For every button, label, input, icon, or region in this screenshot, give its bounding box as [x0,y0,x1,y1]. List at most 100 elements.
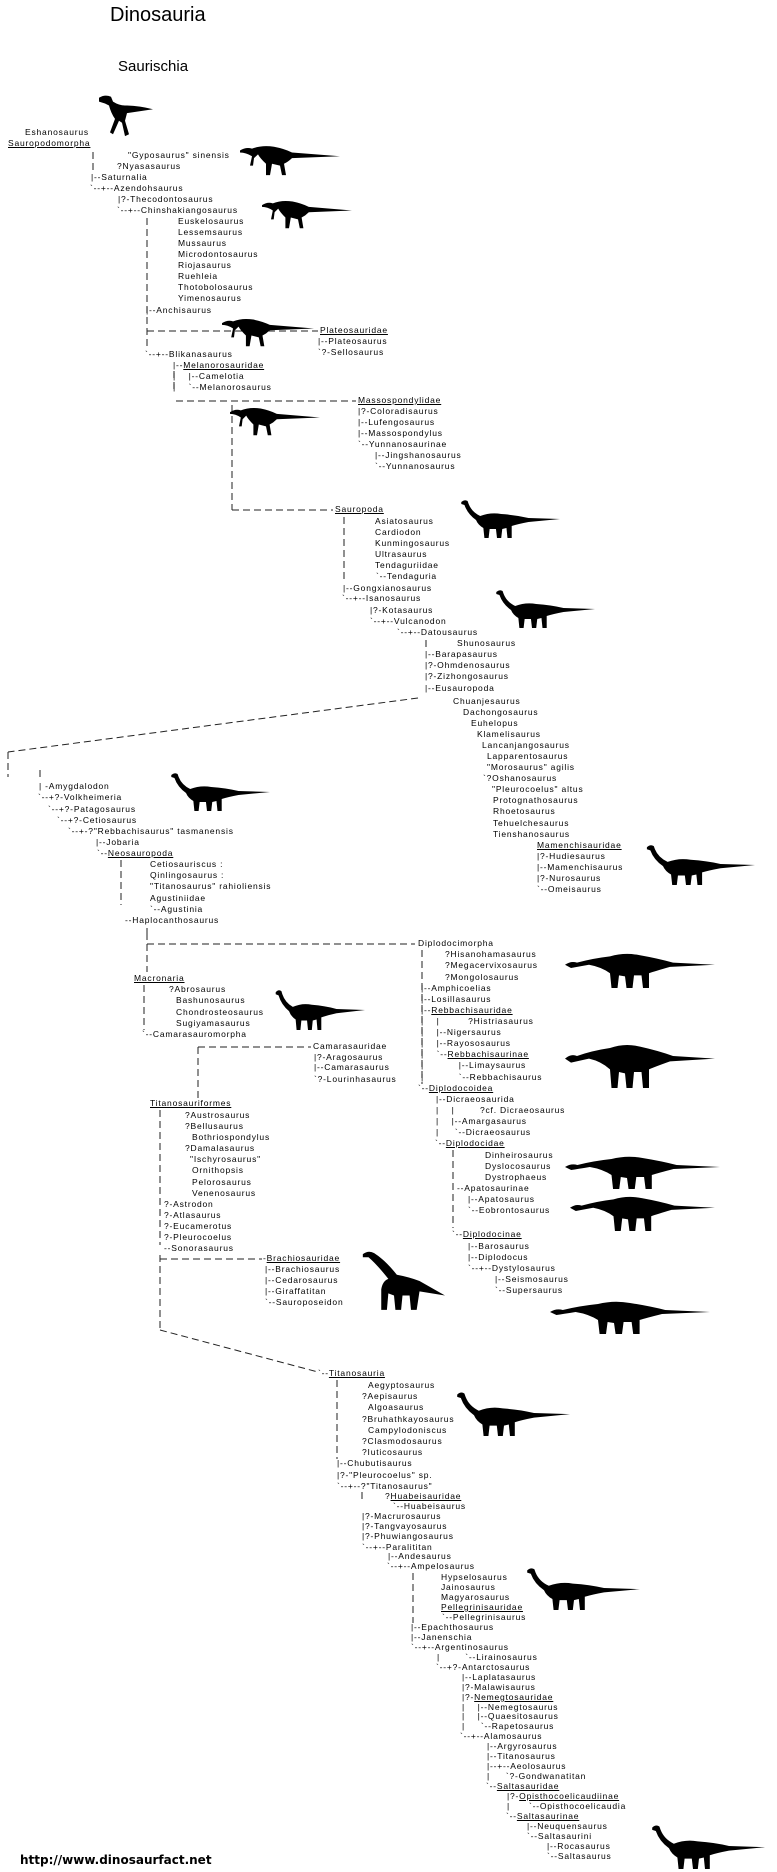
taxon-label: Dyslocosaurus [485,1161,552,1171]
taxon-label: `--Supersaurus [495,1285,563,1295]
taxon-label: ?-Eucamerotus [164,1221,233,1231]
taxon-label: Thotobolosaurus [178,282,254,292]
taxon-label: Protognathosaurus [493,795,579,805]
taxon-label: `--+--?"Titanosaurus" [337,1481,433,1491]
taxon-label: | `--Lirainosaurus [437,1652,538,1662]
taxon-label: ?Damalasaurus [185,1143,255,1153]
diplodocid-silhouette-icon [565,1156,720,1189]
prosauropod-silhouette-icon [222,318,314,347]
taxon-label: `?-Lourinhasaurus [314,1074,397,1084]
taxon-label: `--+?-Patagosaurus [48,804,136,814]
taxon-label: `--Huabeisaurus [393,1501,466,1511]
clade-label: Sauropoda [335,504,384,515]
taxon-label: `--+?-Cetiosaurus [57,815,137,825]
taxon-label: Tehuelchesaurus [493,818,570,828]
taxon-label: Lessemsaurus [178,227,243,237]
taxon-label: |?-Phuwiangosaurus [362,1531,454,1541]
taxon-label: `--Saltasaurini [527,1831,592,1841]
taxon-label: Dinheirosaurus [485,1150,554,1160]
taxon-label: |--Barosaurus [468,1241,530,1251]
clade-name: Opisthocoelicaudiinae [519,1791,620,1801]
clade-name: Sauropodomorpha [8,138,91,148]
taxon-label: Dystrophaeus [485,1172,548,1182]
taxon-label: |--Amphicoelias [421,983,492,993]
page-subtitle: Saurischia [118,58,189,75]
taxon-label: |--Cedarosaurus [265,1275,339,1285]
clade-name: Rebbachisaurinae [447,1049,529,1059]
sauropod-silhouette-icon [646,845,755,885]
footer-url[interactable]: http://www.dinosaurfact.net [20,1853,212,1867]
branch-line [7,697,419,753]
taxon-label: "Morosaurus" agilis [487,762,575,772]
sauropod-silhouette-icon [275,990,365,1030]
connector: | `-- [421,1049,448,1059]
connector: `-- [486,1781,497,1791]
taxon-label: "Gyposaurus" sinensis [128,150,230,160]
taxon-label: |?-Macrurosaurus [362,1511,442,1521]
taxon-label: `--+?-Volkheimeria [38,792,123,802]
taxon-label: Mussaurus [178,238,227,248]
clade-label: Massospondylidae [358,395,441,406]
taxon-label: |--Saturnalia [91,172,148,182]
taxon-label: | |--Amargasaurus [436,1116,527,1126]
taxon-label: |--Anchisaurus [146,305,212,315]
taxon-label: `--+--Argentinosaurus [411,1642,509,1652]
taxon-label: ?Iuticosaurus [362,1447,423,1457]
taxon-label: Euhelopus [471,718,519,728]
clade-label: Plateosauridae [320,325,388,336]
taxon-label: | |--Nemegtosaurus [462,1702,559,1712]
taxon-label: ?Hisanohamasaurus [445,949,537,959]
clade-name: Plateosauridae [320,325,388,335]
taxon-label: Lancanjangosaurus [482,740,570,750]
clade-name: Pellegrinisauridae [441,1602,523,1612]
clade-label: `--Diplodocidae [435,1138,505,1149]
sauropod-silhouette-icon [457,1392,570,1436]
taxon-label: | `--Dicraeosaurus [436,1127,531,1137]
taxon-label: |--Losillasaurus [421,994,492,1004]
taxon-label: Campylodoniscus [368,1425,448,1435]
clade-label: `--Titanosauria [318,1368,385,1379]
clade-name: Neosauropoda [107,848,174,858]
taxon-label: |?-Coloradisaurus [358,406,439,416]
sauropod-silhouette-icon [527,1568,640,1610]
taxon-label: | `--Rebbachisaurus [421,1072,543,1082]
clade-name: Titanosauriformes [150,1098,232,1108]
taxon-label: |--Laplatasaurus [462,1672,537,1682]
connector: - [263,1253,267,1263]
taxon-label: |--Mamenchisaurus [537,862,624,872]
taxon-label: |--Jingshanosaurus [375,450,462,460]
diplodocid-silhouette-icon [565,1044,715,1088]
taxon-label: Magyarosaurus [441,1592,510,1602]
taxon-label: `--+--Paralititan [362,1542,433,1552]
page-title: Dinosauria [110,4,206,26]
connector: `-- [418,1083,429,1093]
taxon-label: Bashunosaurus [176,995,246,1005]
taxon-label: |--Chubutisaurus [337,1458,413,1468]
taxon-label: Ornithopsis [192,1165,244,1175]
diplodocid-silhouette-icon [565,953,715,988]
taxon-label: |--Rocasaurus [547,1841,611,1851]
taxon-label: Asiatosaurus [375,516,434,526]
taxon-label: Agustiniidae [150,893,206,903]
clade-label: |?-Opisthocoelicaudiinae [507,1791,619,1802]
taxon-label: |--Plateosaurus [318,336,388,346]
taxon-label: Riojasaurus [178,260,232,270]
taxon-label: |--Massospondylus [358,428,443,438]
taxon-label: `--+-?"Rebbachisaurus" tasmanensis [68,826,234,836]
taxon-label: `--Omeisaurus [537,884,602,894]
clade-label: |?-Nemegtosauridae [462,1692,553,1703]
clade-label: | `--Rebbachisaurinae [421,1049,529,1060]
clade-label: |--Rebbachisauridae [421,1005,513,1016]
taxon-label: ?Bellusaurus [185,1121,244,1131]
taxon-label: Kunmingosaurus [375,538,450,548]
connector: `-- [452,1229,463,1239]
taxon-label: |--Apatosaurus [468,1194,535,1204]
taxon-label: ?Bruhathkayosaurus [362,1414,455,1424]
taxon-label: |--Giraffatitan [265,1286,327,1296]
taxon-label: Euskelosaurus [178,216,245,226]
clade-label: Macronaria [134,973,185,984]
taxon-label: |--Camarasaurus [314,1062,390,1072]
taxon-label: --Sonorasaurus [164,1243,234,1253]
